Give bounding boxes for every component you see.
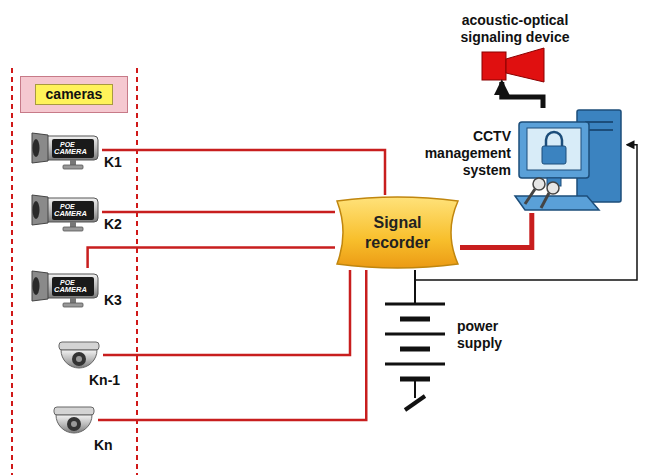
node-label: K1 — [104, 154, 122, 171]
camera-icon — [32, 133, 99, 433]
node-label: K3 — [104, 292, 122, 309]
node-label: power supply — [457, 318, 519, 352]
power-supply: power supply — [385, 290, 445, 412]
icon-text: CAMERA — [54, 210, 87, 218]
battery-symbol — [385, 290, 445, 410]
icon-text: POE — [60, 279, 75, 286]
zone-boundary — [12, 68, 137, 475]
wire — [98, 270, 366, 420]
computer-icon — [542, 146, 566, 164]
wire — [88, 248, 335, 269]
zone-boundary — [136, 68, 138, 475]
battery-symbol — [414, 290, 416, 304]
signaling-device: acoustic-optical signaling device — [482, 48, 548, 82]
computer-icon — [547, 182, 559, 194]
battery-symbol — [414, 379, 416, 398]
node-label: CCTV management system — [415, 128, 511, 178]
signaling-device-icon — [482, 48, 544, 82]
icon-text: CAMERA — [54, 148, 87, 156]
camera-icon — [32, 133, 98, 169]
wire — [502, 82, 543, 108]
battery-symbol — [405, 396, 425, 410]
camera-icon — [54, 407, 94, 433]
camera: Kn — [50, 405, 98, 435]
signaling-device-icon — [482, 52, 506, 80]
node-label: Kn — [94, 437, 113, 454]
wire — [460, 213, 532, 248]
node-label: Kn-1 — [89, 372, 120, 389]
camera: Kn-1 — [55, 340, 103, 370]
camera-icon — [59, 342, 99, 368]
computer-icon — [515, 110, 621, 210]
management-computer: CCTV management system — [515, 108, 627, 213]
battery-symbol — [385, 303, 445, 306]
wire — [102, 150, 385, 195]
icon-text: CAMERA — [54, 286, 87, 294]
icon-text: POE — [60, 203, 75, 210]
computer-icon — [546, 132, 562, 146]
battery-symbol — [385, 333, 445, 336]
computer-icon — [519, 122, 589, 178]
battery-symbol — [400, 317, 430, 322]
node-label: Signal recorder — [348, 213, 448, 251]
recorder-shape — [337, 197, 458, 268]
wire — [103, 270, 350, 355]
camera-icon — [32, 195, 98, 231]
computer-icon — [525, 189, 535, 204]
zone-boundary — [11, 68, 13, 475]
computer-icon — [527, 128, 581, 170]
node-label: acoustic-optical signaling device — [435, 12, 595, 46]
wire — [102, 211, 335, 214]
signal-recorder: Signal recorder — [335, 195, 460, 270]
battery-symbol — [385, 363, 445, 366]
battery-symbol — [400, 347, 430, 352]
camera-icon — [32, 271, 98, 307]
computer-icon — [533, 178, 545, 190]
recorder-shape — [335, 195, 460, 270]
computer-icon — [541, 193, 549, 208]
cameras-box: cameras — [20, 76, 128, 113]
signaling-device-icon — [506, 48, 544, 82]
icon-text: POE — [60, 141, 75, 148]
node-label: K2 — [104, 216, 122, 233]
node-label: cameras — [35, 84, 114, 105]
